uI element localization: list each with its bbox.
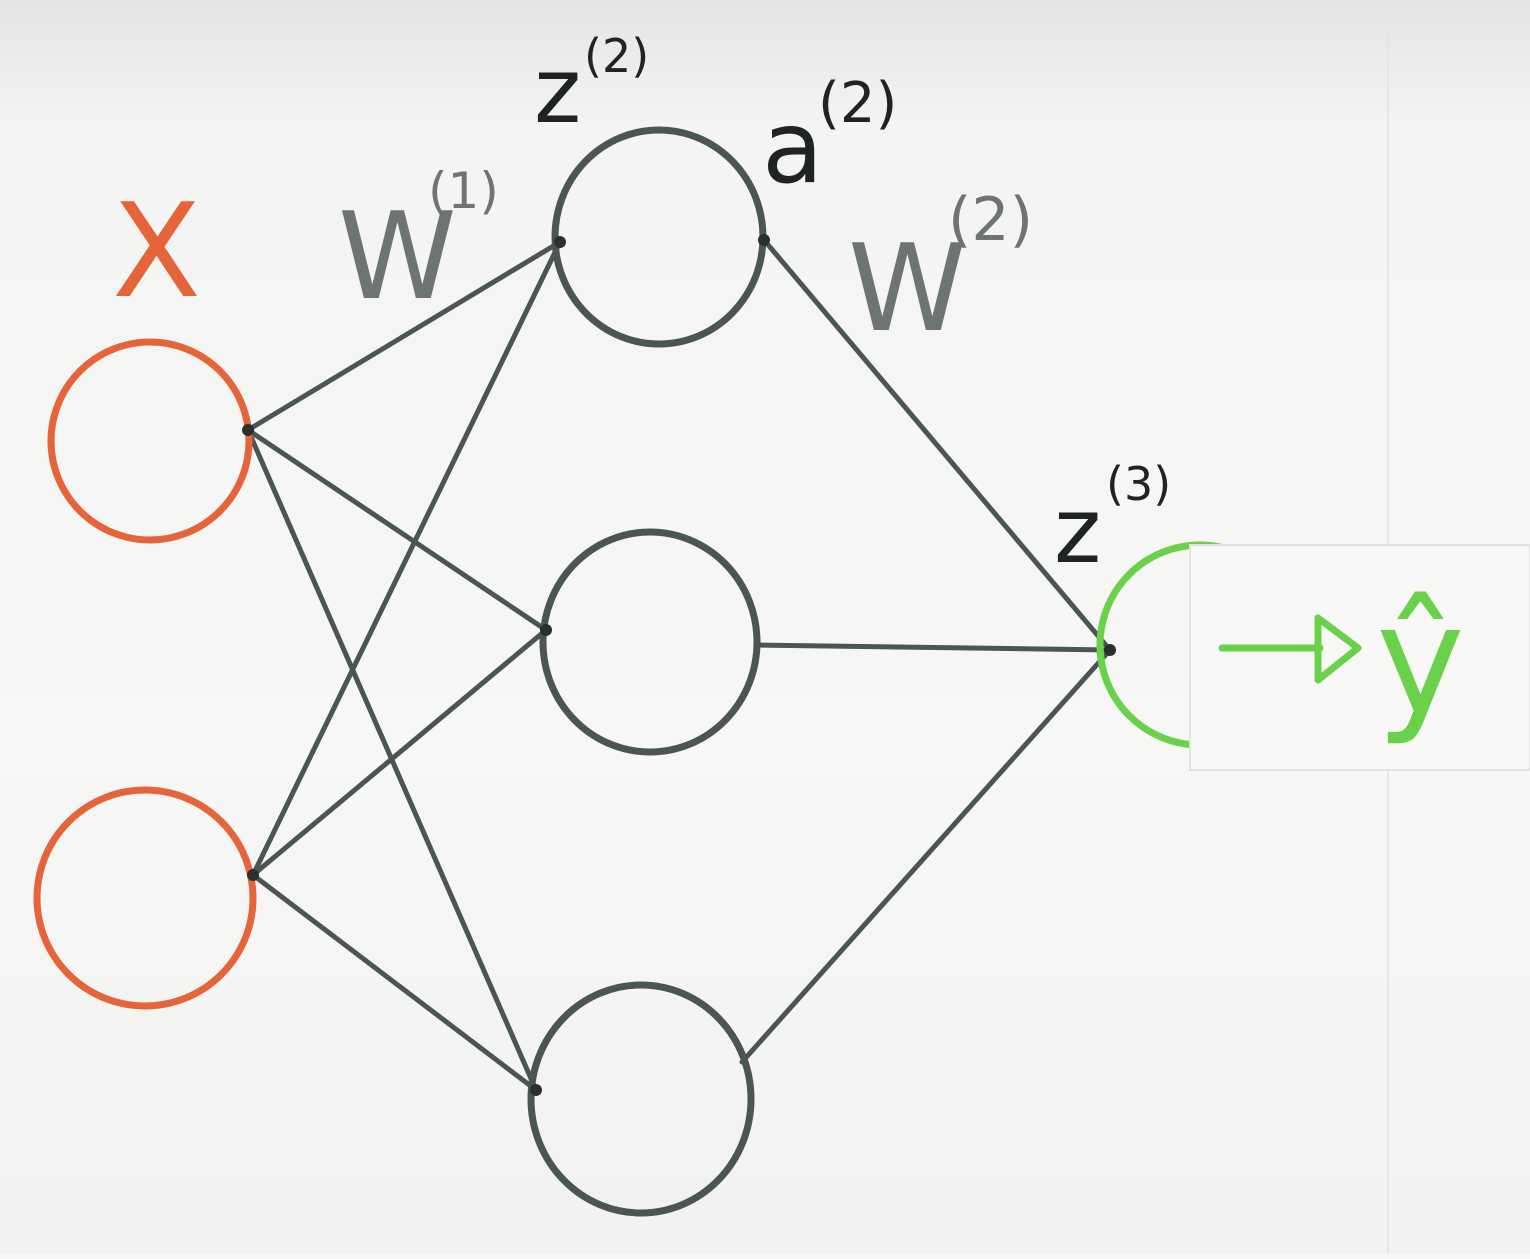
dot <box>242 424 254 436</box>
dot <box>247 869 259 881</box>
weights-layer-2 <box>739 237 1113 1065</box>
z2-superscript: (2) <box>584 29 649 83</box>
hidden-node-2 <box>539 528 761 756</box>
hidden-node-1 <box>551 126 767 348</box>
junction-dots <box>242 234 1116 1096</box>
dot <box>540 624 552 636</box>
output-annotation: ŷ <box>1218 574 1465 748</box>
edge-h3-out <box>739 647 1113 1065</box>
edge-in1-h2 <box>245 427 549 633</box>
a2-superscript: (2) <box>818 71 897 136</box>
edge-in1-h1 <box>245 239 563 433</box>
input-node-2 <box>33 786 257 1010</box>
edge-in2-h2 <box>250 627 549 878</box>
input-layer <box>33 338 257 1010</box>
dot <box>1104 644 1116 656</box>
dot <box>758 234 770 246</box>
hidden-node-3 <box>527 981 755 1217</box>
z3-label: z <box>1054 479 1101 584</box>
w2-label: W <box>848 220 967 359</box>
z2-label: z <box>534 39 581 144</box>
input-node-1 <box>47 338 253 544</box>
w1-label: W <box>338 188 457 327</box>
dot <box>554 236 566 248</box>
w2-superscript: (2) <box>948 185 1033 255</box>
weights-layer-1 <box>245 239 563 1093</box>
edge-h2-out <box>754 642 1113 653</box>
edge-in2-h1 <box>250 239 563 878</box>
w1-superscript: (1) <box>428 162 499 220</box>
output-arrow-head <box>1314 614 1362 684</box>
output-label: ŷ <box>1376 574 1465 748</box>
hidden-layer <box>527 126 767 1217</box>
edge-h1-out <box>761 237 1113 653</box>
edge-in2-h3 <box>250 872 539 1093</box>
z3-superscript: (3) <box>1106 457 1171 511</box>
sticky-note <box>1189 544 1530 771</box>
input-label: X <box>112 175 201 327</box>
a2-label: a <box>762 89 823 206</box>
dot <box>530 1084 542 1096</box>
